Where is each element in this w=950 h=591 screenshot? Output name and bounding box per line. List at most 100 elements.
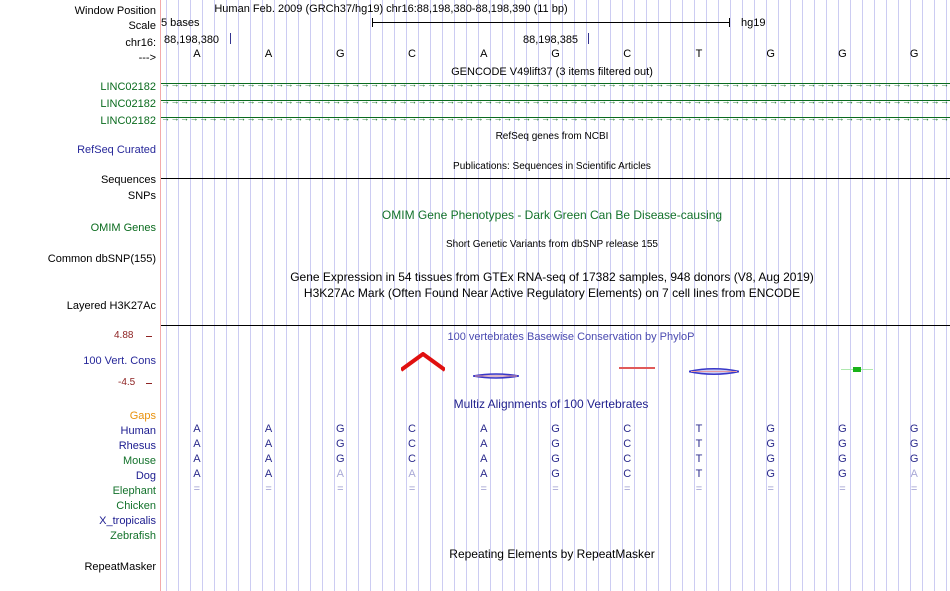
sequence-base: G [551, 48, 560, 60]
gridline [814, 0, 815, 591]
multiz-base: A [910, 468, 918, 480]
track-label-chicken[interactable]: Chicken [116, 500, 156, 512]
track-label-zebrafish[interactable]: Zebrafish [110, 530, 156, 542]
track-label-layered-h3k27ac[interactable]: Layered H3K27Ac [66, 300, 156, 312]
multiz-base: = [839, 483, 846, 495]
gridline [190, 0, 191, 591]
track-title-dbsnp-title: Short Genetic Variants from dbSNP releas… [446, 239, 658, 250]
track-title-multiz-title: Multiz Alignments of 100 Vertebrates [453, 397, 649, 411]
multiz-base: T [695, 423, 703, 435]
multiz-base: A [193, 453, 201, 465]
track-label-gencode-linc-2[interactable]: LINC02182 [100, 98, 156, 110]
gridline [286, 0, 287, 591]
scale-bases-label: 5 bases [161, 17, 200, 29]
gridline [490, 0, 491, 591]
gridline [502, 0, 503, 591]
multiz-base: A [193, 468, 201, 480]
multiz-base: C [408, 423, 416, 435]
track-title-gencode-title: GENCODE V49lift37 (3 items filtered out) [451, 66, 653, 78]
track-label-vert-cons[interactable]: 100 Vert. Cons [83, 355, 156, 367]
track-label-gencode-linc-1[interactable]: LINC02182 [100, 81, 156, 93]
track-label-chrom[interactable]: chr16: [125, 37, 156, 49]
multiz-base: C [623, 468, 632, 480]
scale-bar [372, 18, 730, 27]
track-label-sequences[interactable]: Sequences [100, 174, 156, 186]
multiz-base: G [336, 423, 345, 435]
gridline [922, 0, 923, 591]
gridline [262, 0, 263, 591]
multiz-base: G [838, 438, 847, 450]
gene-row[interactable]: →→→→→→→→→→→→→→→→→→→→→→→→→→→→→→→→→→→→→→→→… [161, 95, 950, 107]
multiz-base: = [910, 483, 918, 495]
multiz-base: A [336, 468, 344, 480]
track-label-rhesus[interactable]: Rhesus [118, 440, 156, 452]
multiz-base: G [838, 453, 847, 465]
multiz-base: A [264, 468, 273, 480]
gridline [514, 0, 515, 591]
multiz-row [161, 527, 950, 542]
cons-axis-max-tick [146, 336, 152, 337]
gene-body-line [161, 100, 950, 101]
gridline [754, 0, 755, 591]
track-label-omim-genes[interactable]: OMIM Genes [90, 222, 156, 234]
multiz-base: T [695, 453, 703, 465]
gridline [838, 0, 839, 591]
track-label-repeatmasker[interactable]: RepeatMasker [84, 561, 156, 573]
gridline [358, 0, 359, 591]
conservation-feature-peak-positive-red [399, 351, 447, 377]
track-label-scale[interactable]: Scale [128, 20, 156, 32]
multiz-base: G [909, 453, 919, 465]
gridline [946, 0, 947, 591]
track-label-elephant[interactable]: Elephant [112, 485, 156, 497]
gridline [886, 0, 887, 591]
gridline [826, 0, 827, 591]
gridline [370, 0, 371, 591]
gene-row[interactable]: →→→→→→→→→→→→→→→→→→→→→→→→→→→→→→→→→→→→→→→→… [161, 112, 950, 124]
gene-body-line [161, 117, 950, 118]
track-label-gaps[interactable]: Gaps [129, 410, 156, 422]
conservation-feature-trough-blue [472, 366, 520, 384]
multiz-base: G [766, 468, 775, 480]
track-title-phylop-title: 100 vertebrates Basewise Conservation by… [447, 331, 695, 343]
multiz-base: = [695, 483, 703, 495]
track-label-mouse[interactable]: Mouse [122, 455, 156, 467]
gridline [610, 0, 611, 591]
gridline [250, 0, 251, 591]
track-label-human[interactable]: Human [120, 425, 156, 437]
gridline [550, 0, 551, 591]
track-label-x-tropicalis[interactable]: X_tropicalis [99, 515, 156, 527]
multiz-base: = [408, 483, 416, 495]
multiz-base: G [766, 423, 775, 435]
track-title-omim-title: OMIM Gene Phenotypes - Dark Green Can Be… [381, 208, 723, 222]
track-title-h3k27ac-title: H3K27Ac Mark (Often Found Near Active Re… [303, 286, 801, 300]
track-label-strand[interactable]: ---> [138, 52, 156, 64]
gridline [646, 0, 647, 591]
track-label-dog[interactable]: Dog [135, 470, 156, 482]
gridline [670, 0, 671, 591]
conservation-feature-tick-red-small [619, 367, 655, 369]
track-label-window-position[interactable]: Window Position [74, 5, 156, 17]
track-label-snps[interactable]: SNPs [127, 190, 156, 202]
track-title-gtex-title: Gene Expression in 54 tissues from GTEx … [290, 270, 814, 284]
gridline [574, 0, 575, 591]
gridline [382, 0, 383, 591]
multiz-base: A [264, 438, 273, 450]
gridline [346, 0, 347, 591]
track-label-common-dbsnp[interactable]: Common dbSNP(155) [47, 253, 156, 265]
gridline [910, 0, 911, 591]
multiz-base: G [909, 423, 919, 435]
track-label-gencode-linc-3[interactable]: LINC02182 [100, 115, 156, 127]
ruler-mid-coordinate: 88,198,385 [523, 34, 579, 46]
phylop-conservation-plot [161, 340, 950, 390]
multiz-base: C [623, 423, 632, 435]
multiz-base: A [193, 438, 201, 450]
conservation-top-border [161, 325, 950, 326]
track-label-refseq-curated[interactable]: RefSeq Curated [77, 144, 156, 156]
gridline [742, 0, 743, 591]
gridline [898, 0, 899, 591]
ruler-left-caret [230, 33, 231, 44]
multiz-base: = [337, 483, 344, 495]
sequence-base: G [838, 48, 847, 60]
multiz-base: C [623, 453, 632, 465]
gene-row[interactable]: →→→→→→→→→→→→→→→→→→→→→→→→→→→→→→→→→→→→→→→→… [161, 78, 950, 90]
